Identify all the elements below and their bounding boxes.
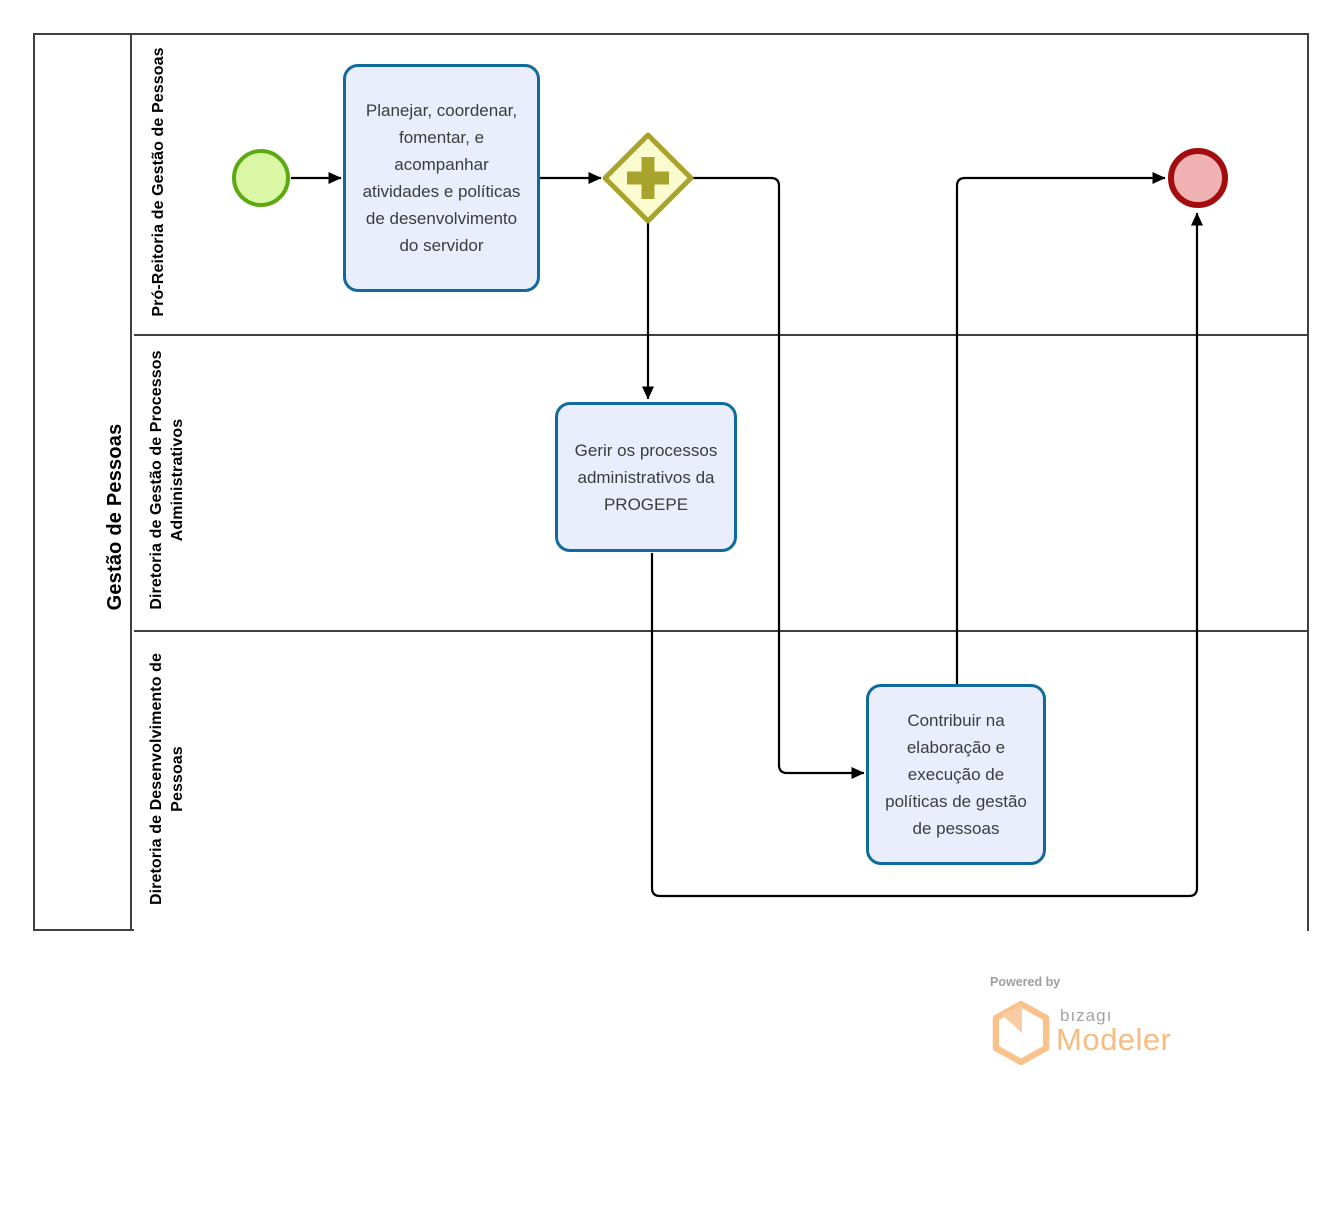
- bizagi-wordmark: bızagı: [1060, 1006, 1113, 1025]
- start-event[interactable]: [232, 149, 290, 207]
- task-contribuir[interactable]: Contribuir na elaboração e execução de p…: [866, 684, 1046, 865]
- lane-diretoria-desenvolvimento: [134, 630, 1307, 933]
- plus-icon: [627, 157, 669, 199]
- pool-header: Gestão de Pessoas: [35, 35, 132, 929]
- parallel-gateway[interactable]: [602, 132, 694, 224]
- bizagi-hexagon-icon: [992, 1000, 1050, 1066]
- end-event[interactable]: [1168, 148, 1228, 208]
- powered-by-text: Powered by: [990, 975, 1061, 989]
- modeler-wordmark: Modeler: [1056, 1022, 1172, 1057]
- lane-pro-reitoria: [134, 35, 1307, 334]
- lane-label-diretoria-desenvolvimento: Diretoria de Desenvolvimento de Pessoas: [148, 652, 186, 906]
- task-contribuir-label: Contribuir na elaboração e execução de p…: [885, 711, 1027, 838]
- lane-label-pro-reitoria: Pró-Reitoria de Gestão de Pessoas: [150, 47, 167, 317]
- pool-label: Gestão de Pessoas: [104, 423, 126, 611]
- hexagon-fold: [1001, 1004, 1022, 1033]
- task-gerir-label: Gerir os processos administrativos da PR…: [574, 440, 718, 514]
- lane-label-diretoria-processos: Diretoria de Gestão de Processos Adminis…: [148, 350, 186, 610]
- task-gerir[interactable]: Gerir os processos administrativos da PR…: [555, 402, 737, 552]
- task-planejar-label: Planejar, coordenar, fomentar, e acompan…: [362, 101, 521, 255]
- task-planejar[interactable]: Planejar, coordenar, fomentar, e acompan…: [343, 64, 540, 292]
